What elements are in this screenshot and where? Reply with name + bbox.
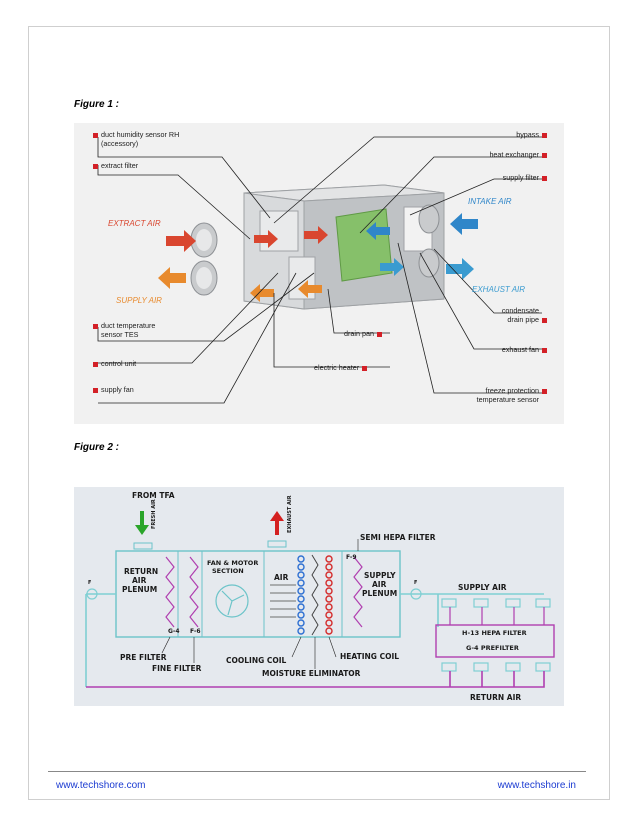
leader-lines: [97, 136, 542, 404]
label-text: supply fan: [101, 385, 134, 394]
figure-2-caption: Figure 2 :: [74, 442, 120, 453]
fine-filter-label: FINE FILTER: [152, 664, 202, 673]
label-electric-heater: electric heater: [314, 363, 370, 372]
supply-air-label: SUPPLY AIR: [116, 296, 162, 305]
heating-coil-label: HEATING COIL: [340, 652, 400, 661]
label-text: drain pan: [344, 329, 374, 338]
fan-f-right-label: F: [414, 580, 418, 586]
pre-filter-label: PRE FILTER: [120, 653, 167, 662]
return-air-duct: [86, 671, 545, 688]
semi-hepa-filter-label: SEMI HEPA FILTER: [360, 533, 436, 542]
label-sensor-tes: sensor TES: [101, 330, 139, 339]
marker-icon: [542, 175, 547, 181]
return-plenum-label-2: AIR: [132, 576, 147, 585]
h13-hepa-filter-label: H-13 HEPA FILTER: [462, 629, 527, 637]
label-freeze-protection: freeze protection: [485, 386, 550, 395]
marker-icon: [542, 347, 547, 353]
air-label: AIR: [274, 573, 289, 582]
label-accessory: (accessory): [101, 139, 139, 148]
label-temperature-sensor: temperature sensor: [476, 395, 539, 404]
fan-f-left-label: F: [88, 580, 92, 586]
exhaust-air-label: EXHAUST AIR: [287, 495, 293, 533]
marker-icon: [542, 388, 547, 394]
exhaust-air-arrow: [446, 258, 474, 280]
label-extract-filter: extract filter: [90, 161, 138, 170]
supply-plenum-label-2: AIR: [372, 580, 387, 589]
label-text: heat exchanger: [489, 150, 539, 159]
supply-plenum-label-1: SUPPLY: [364, 571, 396, 580]
label-text: exhaust fan: [501, 345, 539, 354]
return-plenum-label-1: RETURN: [124, 567, 159, 576]
figure-1-ventilation-unit: duct humidity sensor RH (accessory) extr…: [74, 123, 564, 424]
ahu-schematic-drawing: [85, 511, 555, 688]
intake-air-arrow: [450, 213, 478, 235]
label-exhaust-fan: exhaust fan: [502, 345, 550, 354]
cooling-coil-label: COOLING COIL: [226, 656, 287, 665]
fan-motor-label-1: FAN & MOTOR: [207, 559, 259, 567]
label-supply-filter: supply filter: [503, 173, 550, 182]
extract-air-label: EXTRACT AIR: [108, 219, 161, 228]
return-air-label: RETURN AIR: [470, 693, 522, 702]
exhaust-air-label: EXHAUST AIR: [472, 285, 526, 294]
label-text: duct humidity sensor RH: [101, 130, 180, 139]
label-duct-temperature-sensor: duct temperature: [90, 321, 155, 330]
f9-label: F-9: [346, 554, 357, 561]
ventilation-unit-illustration: [97, 136, 542, 404]
label-text: freeze protection: [485, 386, 539, 395]
label-condensate: condensate: [501, 306, 539, 315]
label-supply-fan: supply fan: [90, 385, 134, 394]
extract-air-arrow: [166, 230, 196, 252]
label-drain-pan: drain pan: [344, 329, 385, 338]
label-duct-humidity-sensor: duct humidity sensor RH: [90, 130, 179, 139]
exhaust-air-arrow: [270, 511, 284, 535]
fresh-air-label: FRESH AIR: [151, 499, 157, 529]
footer-link-techshore-in[interactable]: www.techshore.in: [497, 780, 576, 791]
marker-icon: [362, 365, 368, 371]
label-heat-exchanger: heat exchanger: [489, 150, 550, 159]
marker-icon: [542, 152, 547, 158]
supply-air-arrow: [158, 267, 186, 289]
marker-icon: [376, 331, 382, 337]
figure-2-ahu-schematic: FROM TFA FRESH AIR EXHAUST AIR SEMI HEPA…: [74, 487, 564, 706]
fan-motor-label-2: SECTION: [212, 567, 244, 575]
marker-icon: [93, 132, 98, 138]
label-text: bypass: [516, 130, 539, 139]
label-drain-pipe: drain pipe: [507, 315, 550, 324]
return-plenum-label-3: PLENUM: [122, 585, 158, 594]
label-control-unit: control unit: [90, 359, 136, 368]
marker-icon: [93, 163, 98, 169]
marker-icon: [542, 132, 547, 138]
marker-icon: [542, 317, 547, 323]
intake-air-label: INTAKE AIR: [468, 197, 512, 206]
marker-icon: [93, 361, 98, 367]
marker-icon: [93, 387, 98, 393]
from-tfa-label: FROM TFA: [132, 491, 175, 500]
g4-label: G-4: [168, 628, 180, 635]
moisture-eliminator-label: MOISTURE ELIMINATOR: [262, 669, 361, 678]
fan-icon: [215, 584, 249, 618]
footer-link-techshore-com[interactable]: www.techshore.com: [56, 780, 146, 791]
supply-plenum-label-3: PLENUM: [362, 589, 398, 598]
page-border: [28, 26, 610, 800]
supply-air-label: SUPPLY AIR: [458, 583, 507, 592]
marker-icon: [93, 323, 98, 329]
fresh-air-arrow: [135, 511, 149, 535]
label-text: duct temperature: [101, 321, 156, 330]
g4-prefilter-label: G-4 PREFILTER: [466, 644, 519, 652]
label-bypass: bypass: [516, 130, 550, 139]
label-text: drain pipe: [507, 315, 539, 324]
f6-label: F-6: [190, 628, 201, 635]
label-text: electric heater: [314, 363, 360, 372]
label-text: extract filter: [101, 161, 139, 170]
label-text: control unit: [101, 359, 137, 368]
figure-1-caption: Figure 1 :: [74, 99, 120, 110]
footer-divider: [48, 771, 586, 772]
label-text: supply filter: [502, 173, 539, 182]
